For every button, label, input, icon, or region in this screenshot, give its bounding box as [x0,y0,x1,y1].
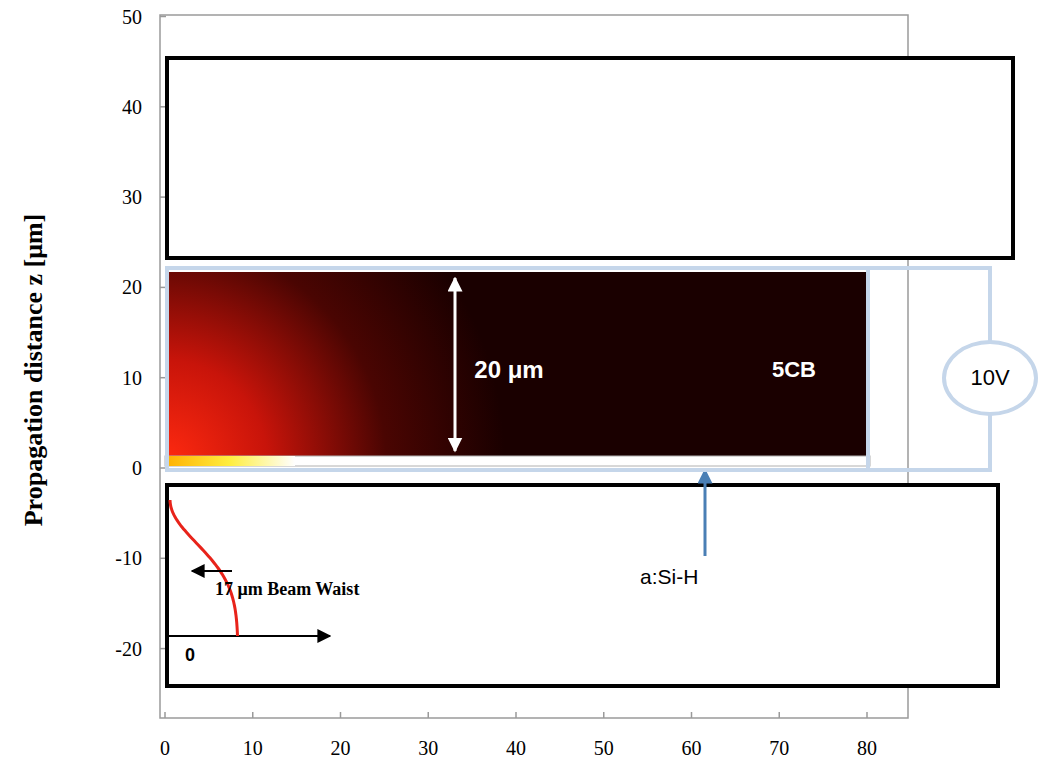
y-tick-label: 50 [122,5,142,28]
layer-label: a:Si-H [640,565,698,589]
field-map-ground [165,272,870,456]
photoconductor-glow [165,456,295,466]
origin-label: 0 [185,645,195,666]
x-tick [779,712,781,718]
photoconductor-layer [165,456,870,466]
x-tick [428,712,430,718]
wire [870,268,990,341]
waist-arrow [192,570,232,572]
x-tick-label: 30 [418,737,438,760]
pointer-arrow [704,470,707,556]
x-tick [515,712,517,718]
x-tick [691,712,693,718]
x-tick [340,712,342,718]
y-tick [160,16,166,18]
voltage-label: 10V [970,365,1009,391]
x-tick-label: 0 [160,737,170,760]
x-tick-label: 50 [594,737,614,760]
lc-cell: 20 μm 5CB [165,266,870,472]
voltage-source: 10V [942,340,1038,416]
beam-waist-label: 17 μm Beam Waist [215,579,359,600]
field-map [165,272,870,456]
axis-title: Propagation distance z [μm] [19,214,49,527]
x-tick-label: 40 [506,737,526,760]
beam-profile-panel: 17 μm Beam Waist 0 [167,485,998,686]
y-tick-label: 0 [132,457,142,480]
x-tick-label: 10 [243,737,263,760]
x-tick-label: 60 [682,737,702,760]
x-tick-label: 70 [769,737,789,760]
profile-axis-arrow [167,635,330,637]
thickness-arrow [454,278,457,451]
dimension-label: 20 μm [474,356,543,384]
wire [870,415,990,470]
y-tick-label: 30 [122,186,142,209]
y-tick-label: 10 [122,366,142,389]
gaussian-profile [170,500,237,636]
x-tick-label: 20 [331,737,351,760]
y-tick-label: 20 [122,276,142,299]
material-label: 5CB [772,357,816,383]
profile-axis [166,487,168,636]
y-tick-label: -20 [115,637,142,660]
y-tick-label: -10 [115,547,142,570]
y-tick-label: 40 [122,95,142,118]
bottom-substrate [167,485,998,686]
x-tick [252,712,254,718]
x-tick [603,712,605,718]
top-substrate [167,58,1013,258]
x-tick [164,712,166,718]
x-tick [866,712,868,718]
x-tick-label: 80 [857,737,877,760]
